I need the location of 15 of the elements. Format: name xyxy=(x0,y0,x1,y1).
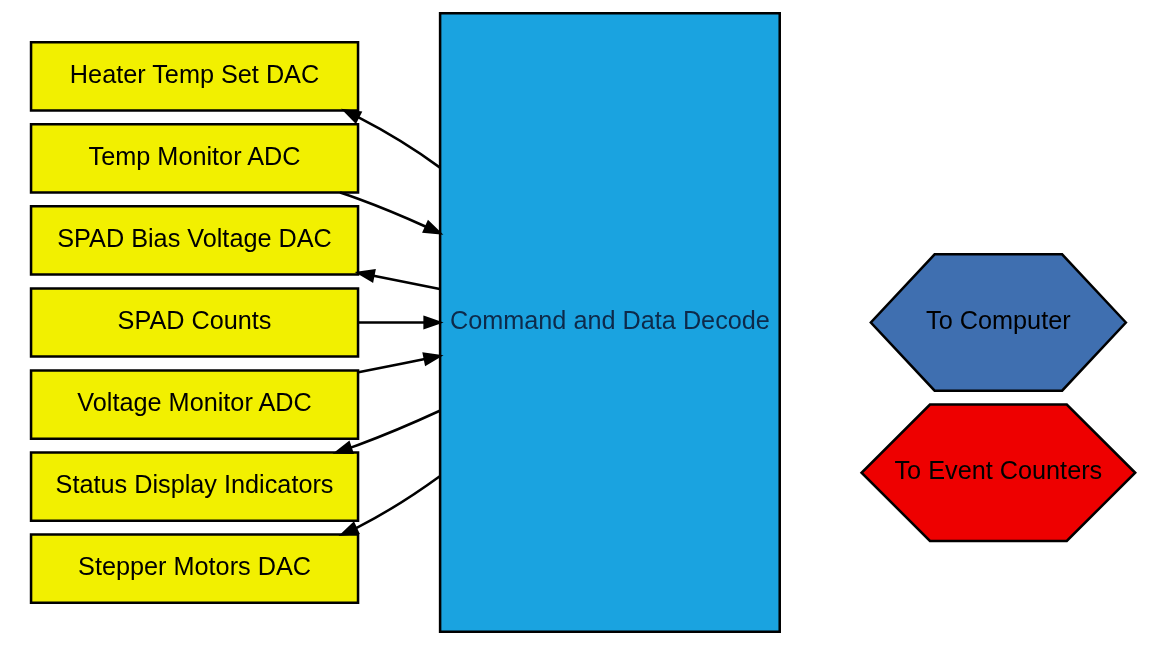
node-box: SPAD Bias Voltage DAC xyxy=(29,205,359,276)
arrow xyxy=(354,269,440,291)
arrow xyxy=(357,315,444,330)
node-box: Voltage Monitor ADC xyxy=(29,369,359,440)
arrow xyxy=(340,108,441,169)
arrow xyxy=(332,409,440,454)
arrow xyxy=(339,191,443,235)
node-box: Heater Temp Set DAC xyxy=(29,40,359,112)
node-box: Status Display Indicators xyxy=(29,451,359,522)
node-box: SPAD Counts xyxy=(29,287,359,358)
arrow xyxy=(338,475,441,537)
node-box: Command and Data Decode xyxy=(438,11,781,634)
node-box: Temp Monitor ADC xyxy=(29,123,359,194)
node-box: Stepper Motors DAC xyxy=(29,533,359,605)
arrow xyxy=(357,352,444,374)
